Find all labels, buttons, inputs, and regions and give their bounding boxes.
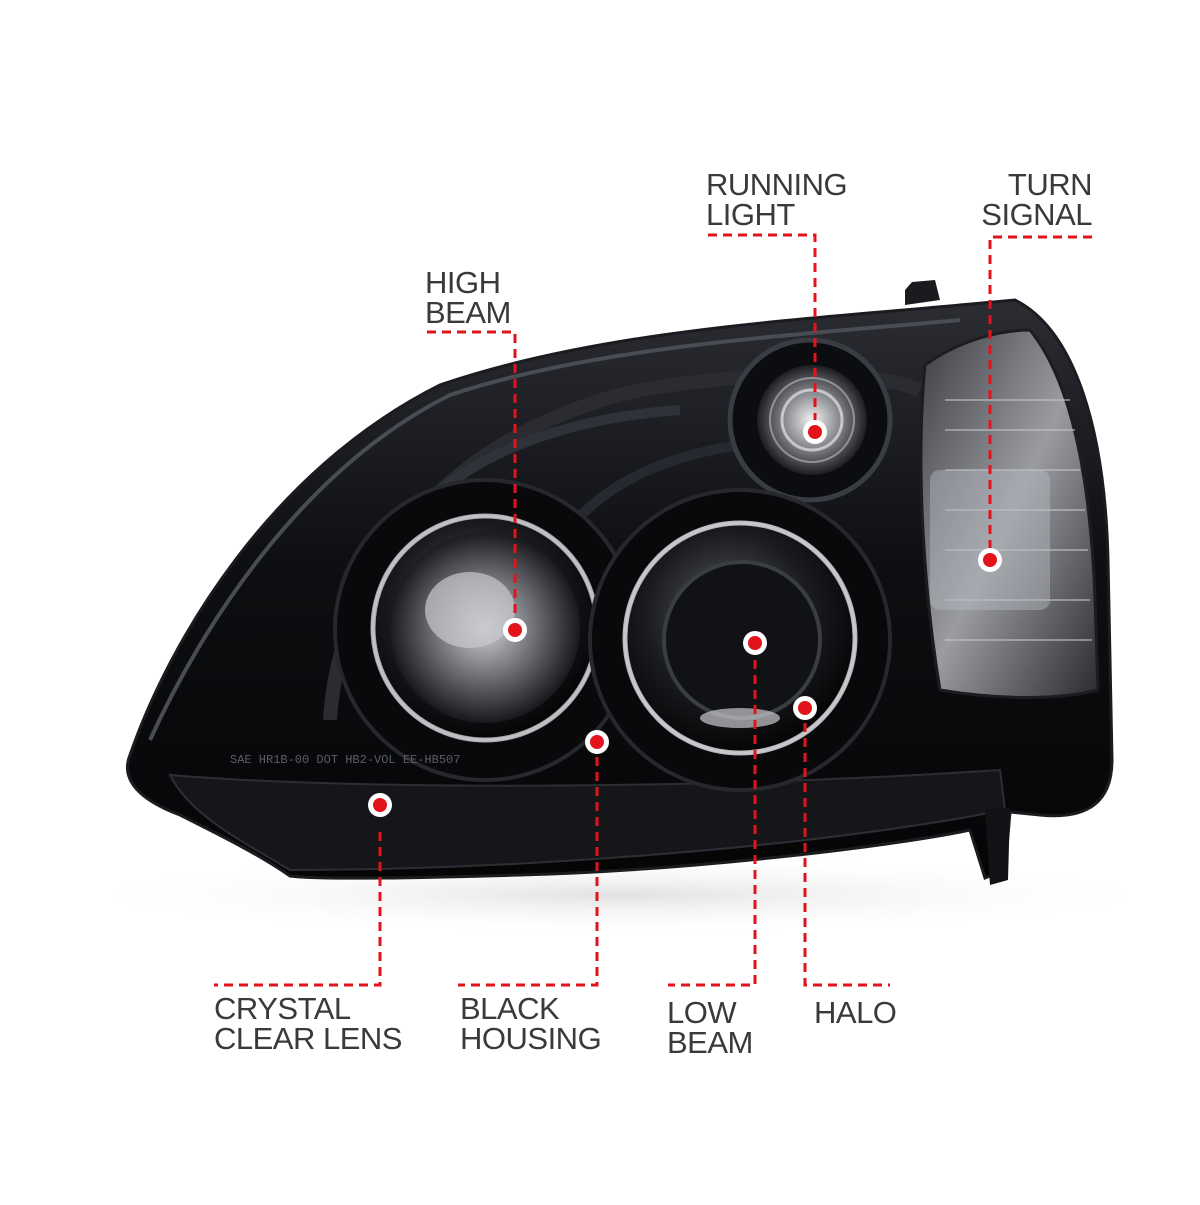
callout-guides — [214, 233, 1092, 987]
label-low-beam: LOW BEAM — [667, 995, 753, 1060]
lens-markings: SAE HR1B-00 DOT HB2-VOL EE-HB507 — [230, 753, 460, 767]
dot-high-beam — [503, 618, 527, 642]
bottom-tab — [985, 808, 1010, 885]
headlight-body: SAE HR1B-00 DOT HB2-VOL EE-HB507 — [126, 280, 1114, 885]
label-running-light: RUNNING LIGHT — [706, 167, 848, 232]
lower-trim — [168, 768, 1007, 872]
guide-black-housing — [458, 742, 599, 987]
guide-low-beam — [668, 645, 757, 987]
guide-turn-signal — [988, 235, 1092, 560]
mounting-tab — [905, 280, 940, 305]
running-light-reflector — [757, 365, 867, 475]
lens-edge-highlight — [148, 318, 961, 741]
guide-running-light — [708, 233, 817, 420]
label-black-housing: BLACK HOUSING — [460, 991, 602, 1056]
dot-crystal-clear-lens — [368, 793, 392, 817]
label-crystal-clear-lens: CRYSTAL CLEAR LENS — [214, 991, 402, 1056]
dot-turn-signal — [978, 548, 1002, 572]
label-turn-signal: TURN SIGNAL — [981, 167, 1092, 232]
label-high-beam: HIGH BEAM — [425, 265, 511, 330]
guide-halo — [803, 708, 890, 987]
dot-black-housing — [585, 730, 609, 754]
guide-crystal-clear-lens — [214, 832, 382, 987]
turn-signal-lens — [919, 328, 1100, 699]
label-halo: HALO — [814, 995, 897, 1030]
dot-low-beam — [743, 631, 767, 655]
turn-signal-ribs — [945, 399, 1092, 641]
dot-halo — [793, 696, 817, 720]
callout-dots — [368, 420, 1002, 817]
dot-running-light — [803, 420, 827, 444]
low-beam-projector-glass — [662, 560, 822, 720]
guide-high-beam — [427, 330, 517, 630]
low-beam-halo-ring — [622, 520, 858, 756]
